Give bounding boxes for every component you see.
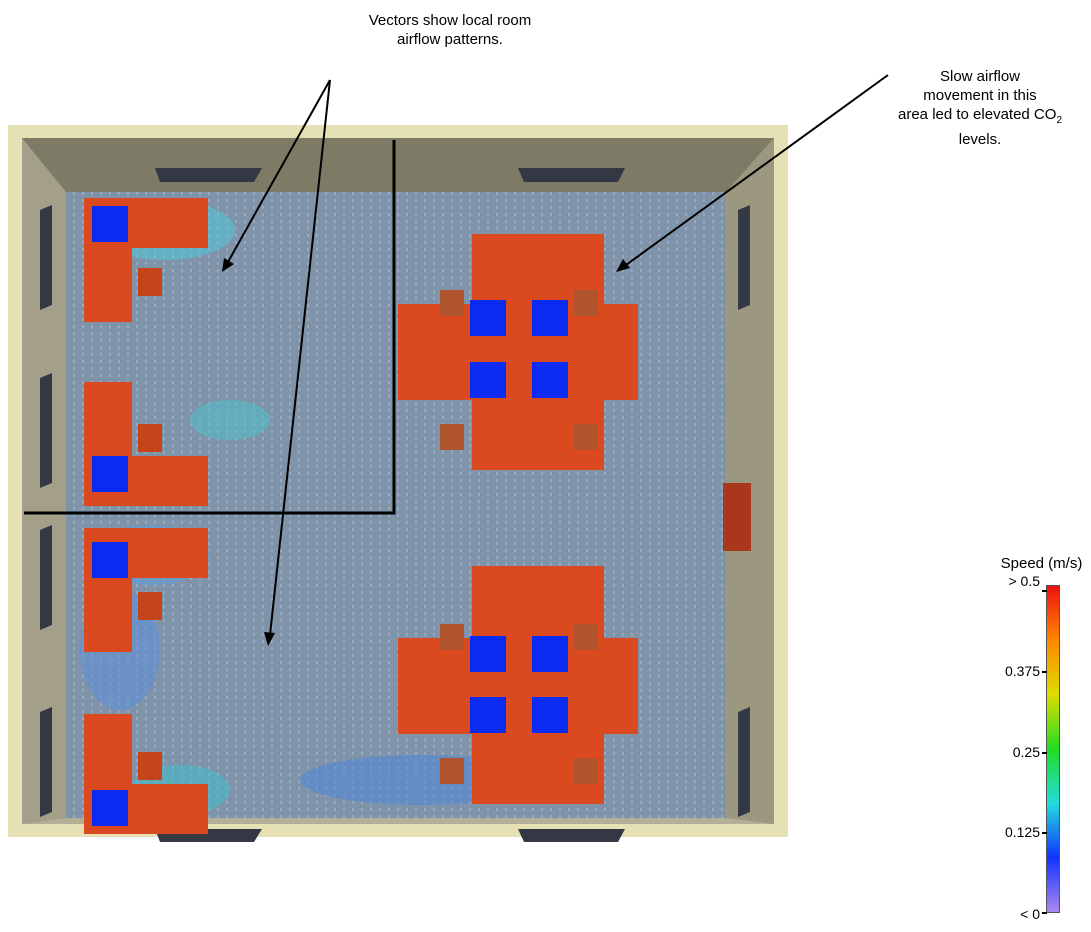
legend-tick-label: 0.25 — [1012, 744, 1040, 760]
computer — [92, 542, 128, 578]
legend-tick-label: < 0 — [1020, 906, 1040, 922]
legend-tick — [1042, 671, 1047, 673]
computer — [470, 697, 506, 733]
annotation-line: Slow airflow — [939, 68, 1021, 85]
chair — [440, 290, 464, 316]
lower-cluster — [398, 566, 638, 804]
divider-line — [24, 140, 396, 515]
legend-tick-label: 0.375 — [1004, 663, 1040, 679]
chair — [440, 424, 464, 450]
desk — [398, 304, 638, 400]
chair — [440, 624, 464, 650]
legend-title: Speed (m/s) — [1000, 555, 1083, 572]
arrow-vectors-1 — [227, 79, 331, 263]
co2-subscript: 2 — [1056, 115, 1062, 126]
chair — [138, 752, 162, 780]
chair — [138, 592, 162, 620]
upper-cluster — [398, 234, 638, 470]
window — [518, 829, 625, 842]
chair — [574, 624, 598, 650]
annotation-slow-airflow: Slow airflow movement in this area led t… — [880, 67, 1080, 149]
arrow-slow — [625, 74, 889, 266]
legend-tick — [1042, 832, 1047, 834]
door — [723, 483, 751, 551]
annotation-line: area led to elevated CO2 — [880, 105, 1080, 130]
window — [518, 168, 625, 182]
computer — [532, 362, 568, 398]
computer — [470, 300, 506, 336]
annotation-line: levels. — [958, 131, 1002, 148]
computer — [92, 456, 128, 492]
legend-tick — [1042, 752, 1047, 754]
legend-color-bar — [1046, 585, 1060, 913]
annotation-line: movement in this — [923, 87, 1037, 104]
chair — [138, 268, 162, 296]
arrowhead — [264, 632, 275, 646]
chair — [440, 758, 464, 784]
arrow-vectors-2 — [269, 79, 331, 636]
computer — [470, 636, 506, 672]
computer — [92, 206, 128, 242]
window — [738, 205, 750, 310]
chair — [138, 424, 162, 452]
window — [155, 168, 262, 182]
computer — [92, 790, 128, 826]
legend-tick — [1042, 590, 1047, 592]
computer — [532, 300, 568, 336]
wall-bevel-bottom — [22, 818, 774, 824]
chair — [574, 758, 598, 784]
computer — [532, 636, 568, 672]
left-computers — [92, 206, 128, 826]
chair — [574, 424, 598, 450]
annotation-line: airflow patterns. — [397, 31, 503, 48]
windows — [40, 168, 750, 842]
window — [738, 707, 750, 817]
chair — [574, 290, 598, 316]
window — [40, 525, 52, 630]
legend-tick — [1042, 912, 1047, 914]
legend-tick-label: > 0.5 — [1008, 573, 1040, 589]
wall-bevel-top — [22, 138, 774, 192]
annotation-text: area led to elevated CO — [898, 106, 1057, 123]
window — [40, 707, 52, 817]
legend-tick-label: 0.125 — [1004, 824, 1040, 840]
arrowhead — [222, 258, 234, 272]
computer — [532, 697, 568, 733]
window — [40, 205, 52, 310]
computer — [470, 362, 506, 398]
annotation-vectors: Vectors show local room airflow patterns… — [300, 11, 600, 49]
callout-arrows — [222, 74, 889, 646]
window — [40, 373, 52, 488]
desk — [398, 638, 638, 734]
arrowhead — [616, 259, 630, 272]
annotation-line: Vectors show local room — [368, 12, 532, 29]
